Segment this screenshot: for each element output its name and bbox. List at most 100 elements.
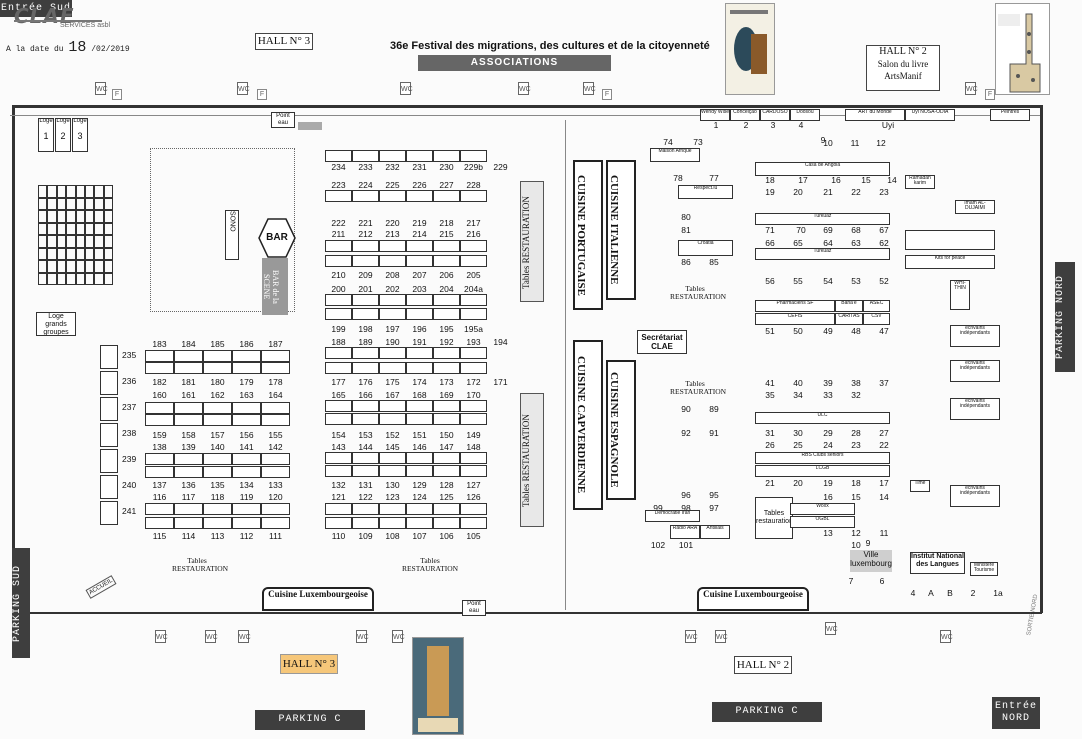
stand-box: [433, 347, 460, 359]
stand-box: [352, 255, 379, 267]
stand-number: 228: [466, 180, 481, 190]
stand-number: 183: [152, 339, 167, 349]
seat-cell: [47, 185, 57, 198]
seat-cell: [75, 247, 85, 260]
stand-number: 200: [331, 284, 346, 294]
stand-number: 125: [439, 492, 454, 502]
ministere-tourisme: Ministère Tourisme: [970, 562, 998, 576]
stand-box: écrivains indépendants: [950, 398, 1000, 420]
sono-booth: SONO: [225, 210, 239, 260]
seat-cell: [38, 222, 48, 235]
seat-cell: [84, 210, 95, 223]
stand-box: [100, 371, 118, 395]
stand-box: [379, 308, 406, 320]
stand-number: 167: [385, 390, 400, 400]
point-eau-top: Point eau: [271, 112, 295, 128]
stand-number: 109: [358, 531, 373, 541]
stand-number: 170: [466, 390, 481, 400]
giraffe-icon: [996, 4, 1049, 94]
seat-cell: [66, 222, 76, 235]
wc-icon-b2: WC: [205, 630, 218, 643]
stand-number: 138: [152, 442, 167, 452]
stand-box: Imam AL-DUJAIMI: [955, 200, 995, 214]
stand-box: écrivains indépendants: [950, 325, 1000, 347]
stand-number: 12: [851, 528, 861, 538]
stand-number: 18: [765, 175, 775, 185]
stand-box: [352, 452, 379, 464]
seat-cell: [47, 197, 57, 210]
stand-box: ART du Monde: [845, 109, 905, 121]
stand-box: [379, 465, 406, 477]
stand-number: 111: [269, 531, 282, 541]
stand-number: 37: [879, 378, 889, 388]
seat-cell: [38, 185, 48, 198]
fire-exit-icon-3: F: [602, 89, 612, 100]
stand-number: 21: [765, 478, 775, 488]
stand-number: 126: [466, 492, 481, 502]
stand-box: [145, 402, 174, 414]
seat-cell: [66, 197, 76, 210]
ville-luxembourg-stand: Ville luxembourg: [850, 550, 892, 572]
wc-icon-b3: WC: [238, 630, 251, 643]
stand-number: 50: [793, 326, 803, 336]
parking-sud: PARKING SUD: [12, 548, 30, 658]
stand-number: 69: [823, 225, 833, 235]
stand-number: 113: [210, 531, 225, 541]
stand-box: [325, 308, 352, 320]
stand-number: 135: [210, 480, 225, 490]
stand-number: 116: [152, 492, 167, 502]
stand-box: [203, 503, 232, 515]
seat-cell: [56, 247, 67, 260]
stand-box: Kits for peace: [905, 255, 995, 269]
stand-number: 212: [358, 229, 373, 239]
cuisine-luxembourgeoise-left: Cuisine Luxembourgeoise: [262, 587, 374, 611]
bar-de-la-scene: BAR de la SCENE: [262, 258, 288, 315]
seat-cell: [103, 272, 113, 285]
stand-number: 101: [678, 540, 694, 550]
stand-number: 108: [385, 531, 400, 541]
stand-number: 98: [681, 503, 691, 513]
stand-box: [174, 350, 203, 362]
stand-box: [232, 362, 261, 374]
stand-box: [174, 517, 203, 529]
stand-number: 9: [865, 538, 871, 548]
stand-number: 239: [122, 454, 137, 464]
stand-box: Peintres: [990, 109, 1030, 121]
stand-box: [352, 517, 379, 529]
stand-box: [174, 414, 203, 426]
stand-box: [203, 402, 232, 414]
stand-box: [203, 517, 232, 529]
stand-box: [261, 503, 290, 515]
stand-number: 16: [831, 175, 841, 185]
stand-number: 195: [439, 324, 454, 334]
stand-number: 51: [765, 326, 775, 336]
stand-box: [325, 150, 352, 162]
stand-number: 20: [793, 478, 803, 488]
stand-number: 206: [439, 270, 454, 280]
stand-box: [100, 501, 118, 525]
seat-cell: [47, 247, 57, 260]
stand-box: [100, 345, 118, 369]
stand-number: 77: [709, 173, 719, 183]
stand-number: 162: [210, 390, 225, 400]
stand-number: 39: [823, 378, 833, 388]
seat-cell: [75, 260, 85, 273]
stand-number: 17: [798, 175, 808, 185]
stand-number: B: [947, 588, 953, 598]
stand-box: [379, 362, 406, 374]
stand-number: 229: [493, 162, 508, 172]
stand-number: 143: [331, 442, 346, 452]
stand-box: [460, 465, 487, 477]
stand-box: CARDOSO: [760, 109, 790, 121]
stand-number: 22: [879, 440, 889, 450]
stand-box: [433, 400, 460, 412]
stand-number: 10: [851, 540, 861, 550]
stand-box: [406, 452, 433, 464]
stand-number: 54: [823, 276, 833, 286]
bottom-poster: [412, 637, 464, 735]
seat-cell: [56, 222, 67, 235]
stand-number: 153: [358, 430, 373, 440]
parking-nord: PARKING NORD: [1055, 262, 1075, 372]
wc-icon-b8: WC: [825, 622, 838, 635]
bar: BAR: [258, 218, 296, 258]
